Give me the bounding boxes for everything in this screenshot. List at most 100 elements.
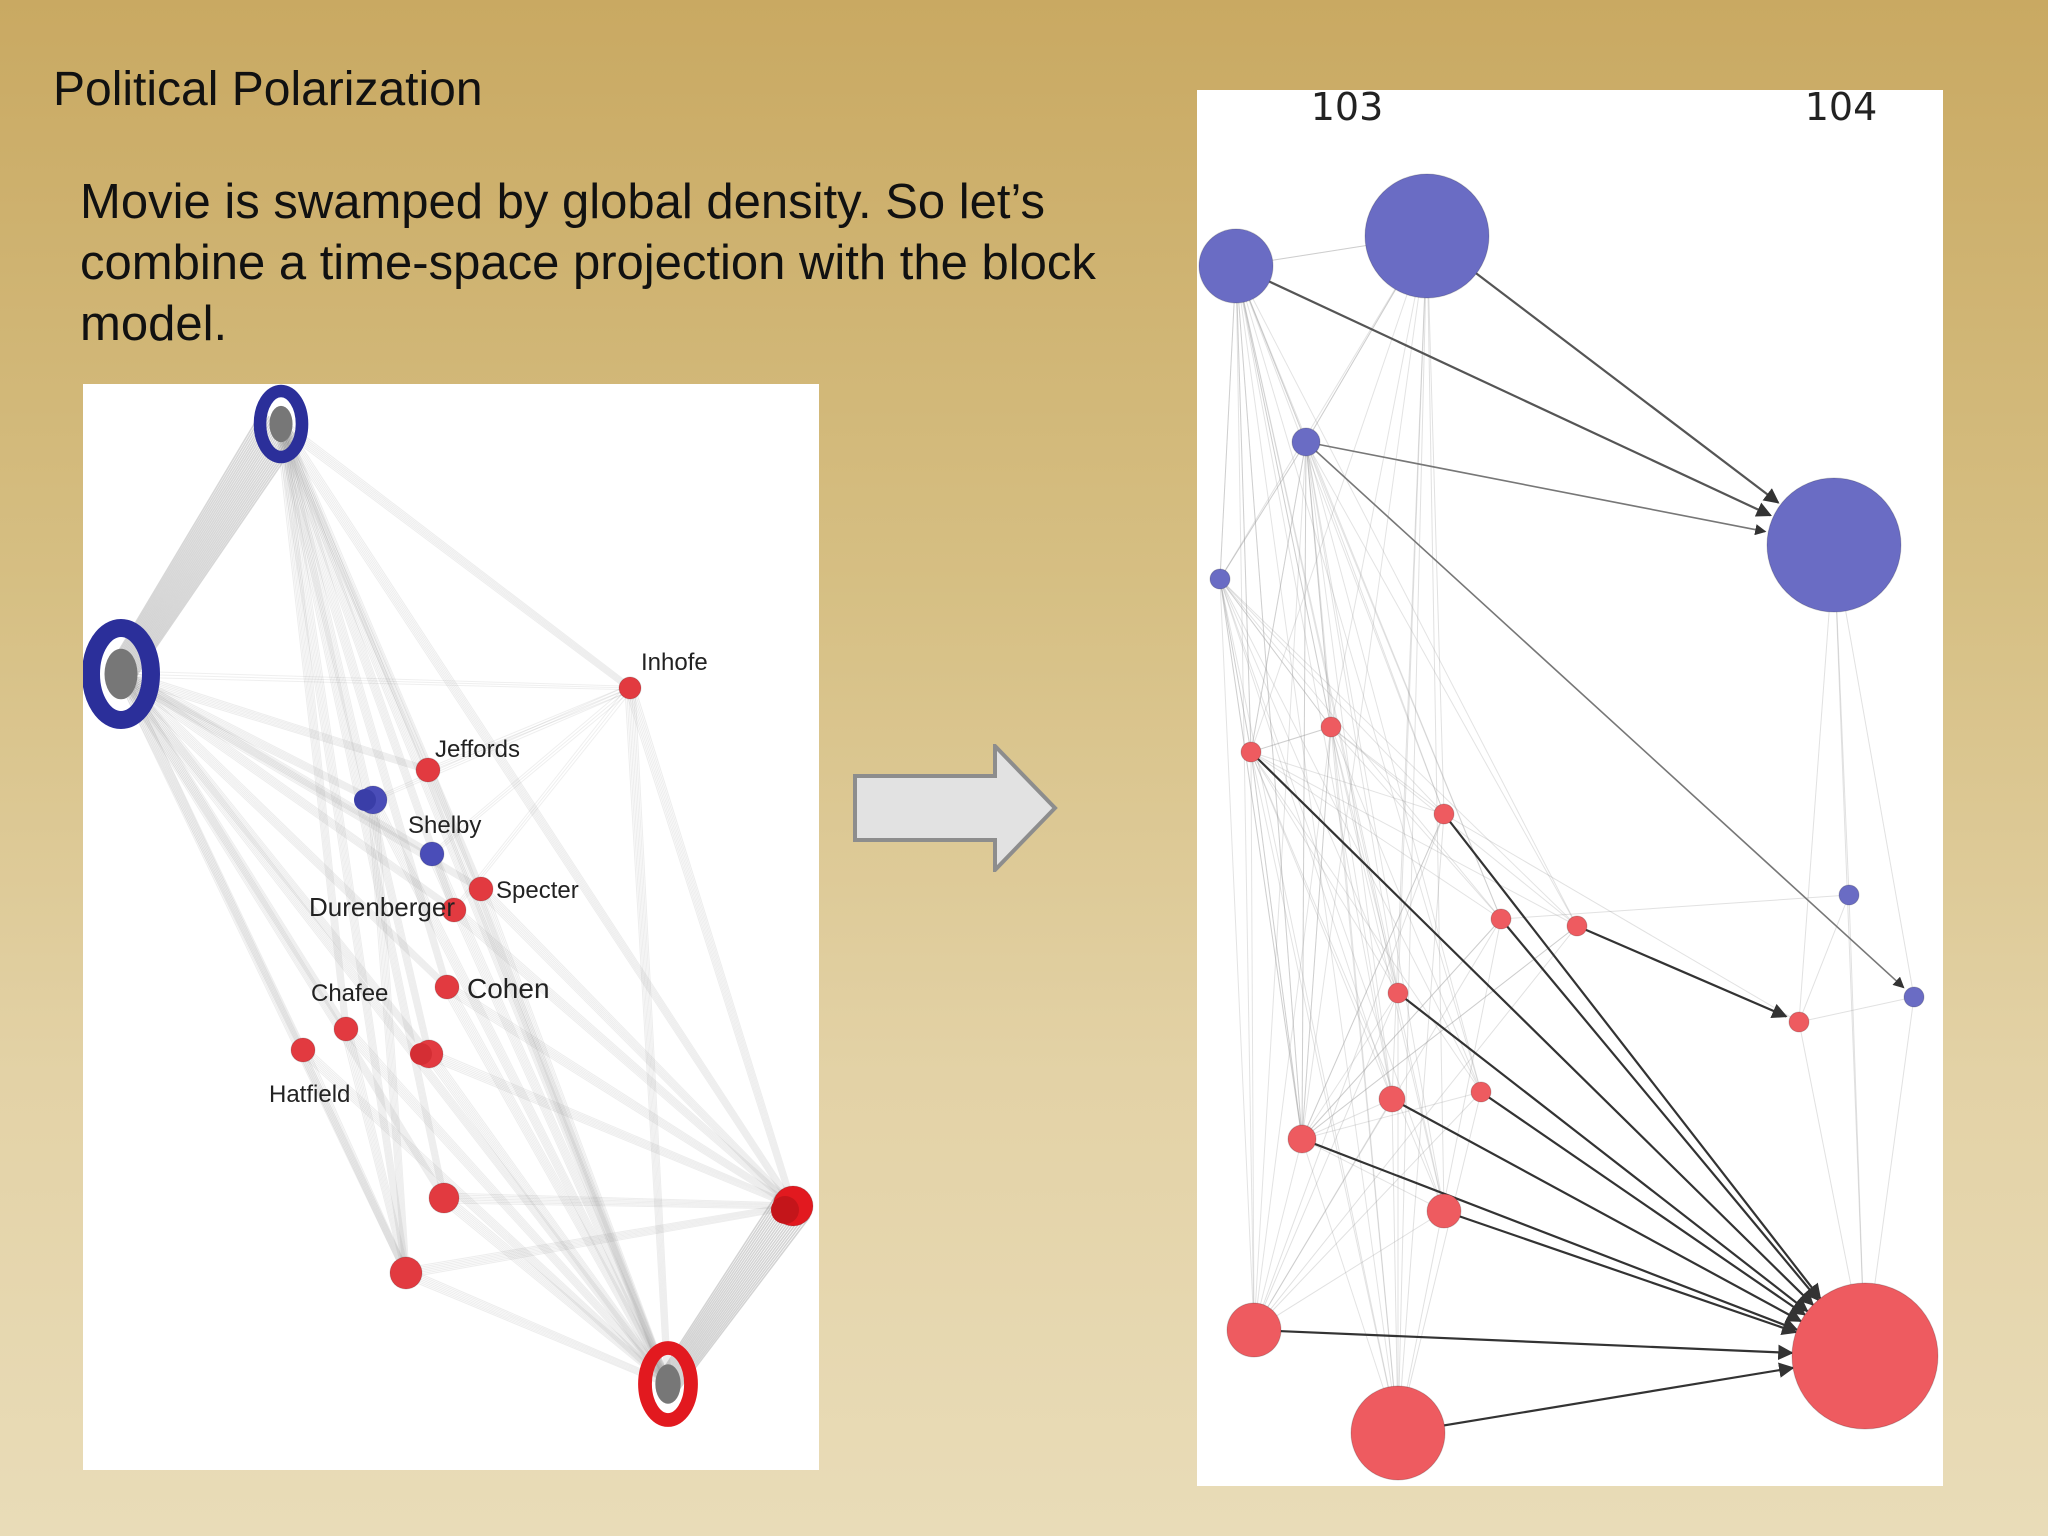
network-edge xyxy=(282,423,449,987)
network-edge xyxy=(123,669,375,798)
republican-node xyxy=(434,974,460,1000)
faint-edge xyxy=(1301,1098,1393,1140)
network-edge xyxy=(436,851,672,1383)
network-edge xyxy=(130,434,300,682)
network-edge xyxy=(433,853,670,1384)
faint-edge xyxy=(1250,751,1482,1093)
network-edge xyxy=(118,676,454,913)
network-edge xyxy=(453,909,794,1207)
faint-edge xyxy=(1219,578,1502,920)
faint-edge xyxy=(1848,894,1866,1357)
network-edge xyxy=(120,673,631,689)
transition-arrow xyxy=(1391,1098,1803,1323)
network-edge xyxy=(443,1199,793,1208)
faint-edge xyxy=(1443,813,1800,1023)
faint-edge xyxy=(1330,726,1399,994)
faint-edge xyxy=(1330,235,1428,728)
faint-edge xyxy=(1305,441,1502,920)
network-edge xyxy=(347,1028,408,1273)
network-edge xyxy=(674,1214,807,1390)
network-edge xyxy=(407,1267,670,1382)
network-edge xyxy=(126,430,292,679)
network-panel-left: Inhofe Jeffords Shelby Specter Durenberg… xyxy=(83,384,819,1470)
network-edge xyxy=(406,1207,794,1277)
network-edge xyxy=(280,423,631,689)
faint-edge xyxy=(1798,894,1850,1023)
network-edge xyxy=(120,673,430,1055)
transition-arrow xyxy=(1250,751,1815,1306)
transition-arrow xyxy=(1397,1362,1795,1435)
network-edge xyxy=(406,1208,794,1279)
faint-edge xyxy=(1235,265,1303,1140)
network-edge xyxy=(128,432,296,680)
faint-edge xyxy=(1301,235,1428,1140)
network-edge xyxy=(484,885,796,1205)
network-edge xyxy=(442,989,666,1386)
network-edge xyxy=(405,1272,669,1385)
network-edge xyxy=(374,799,408,1273)
faint-edge xyxy=(1253,992,1399,1331)
network-edge xyxy=(345,1028,407,1274)
network-edge xyxy=(632,687,671,1384)
network-edge xyxy=(634,686,797,1206)
faint-edge xyxy=(1250,441,1307,753)
faint-edge xyxy=(1301,918,1502,1140)
republican-block-node xyxy=(1350,1385,1446,1481)
network-edge xyxy=(455,689,633,912)
network-edge xyxy=(124,670,671,1383)
republican-block-node xyxy=(1433,803,1455,825)
network-edge xyxy=(278,424,454,911)
network-edge xyxy=(454,908,794,1206)
network-edge xyxy=(280,423,669,1385)
network-edge xyxy=(120,675,428,772)
network-edge xyxy=(285,422,458,910)
network-edge xyxy=(278,424,429,1055)
republican-node xyxy=(618,676,642,700)
network-edge xyxy=(120,673,445,1199)
network-edge xyxy=(346,1027,670,1384)
republican-block-node xyxy=(1226,1302,1282,1358)
faint-edge xyxy=(1235,265,1303,1140)
network-edge xyxy=(669,1207,797,1386)
network-edge xyxy=(275,425,666,1386)
network-edge xyxy=(424,771,667,1385)
network-edge xyxy=(445,987,668,1385)
network-edge xyxy=(372,799,669,1385)
network-edge xyxy=(283,423,409,1273)
network-edge xyxy=(672,1211,803,1389)
network-edge xyxy=(443,1197,669,1385)
republican-node xyxy=(333,1016,359,1042)
network-edge xyxy=(432,767,672,1384)
label-specter: Specter xyxy=(496,877,579,904)
transition-arrows xyxy=(1235,235,1905,1435)
network-edge xyxy=(277,424,428,1055)
faint-edge xyxy=(1330,726,1393,1100)
network-edge xyxy=(282,423,670,1384)
network-edge xyxy=(280,423,445,1199)
network-edge xyxy=(119,674,454,912)
network-edge xyxy=(342,1029,405,1274)
network-edge xyxy=(677,1217,810,1392)
network-edge xyxy=(275,424,404,1274)
network-edge xyxy=(450,984,672,1383)
network-edge xyxy=(350,1027,410,1273)
network-edge xyxy=(444,1196,669,1384)
faint-edge xyxy=(1305,441,1399,1434)
slide-title: Political Polarization xyxy=(53,63,483,116)
network-edge xyxy=(282,420,632,687)
network-edge xyxy=(121,672,455,910)
network-edge xyxy=(375,799,409,1273)
faint-edge xyxy=(1235,265,1332,728)
block-nodes xyxy=(1198,173,1939,1481)
network-edge xyxy=(124,670,432,1053)
faint-edge xyxy=(1219,265,1237,580)
network-edge xyxy=(448,985,670,1384)
network-edge xyxy=(123,672,409,1273)
network-edge xyxy=(123,669,457,908)
network-edge xyxy=(277,427,629,691)
label-chafee: Chafee xyxy=(311,980,388,1007)
network-edge xyxy=(302,1049,407,1274)
faint-edge xyxy=(1219,578,1252,753)
faint-edge xyxy=(1301,726,1332,1140)
network-edge xyxy=(119,674,444,1199)
